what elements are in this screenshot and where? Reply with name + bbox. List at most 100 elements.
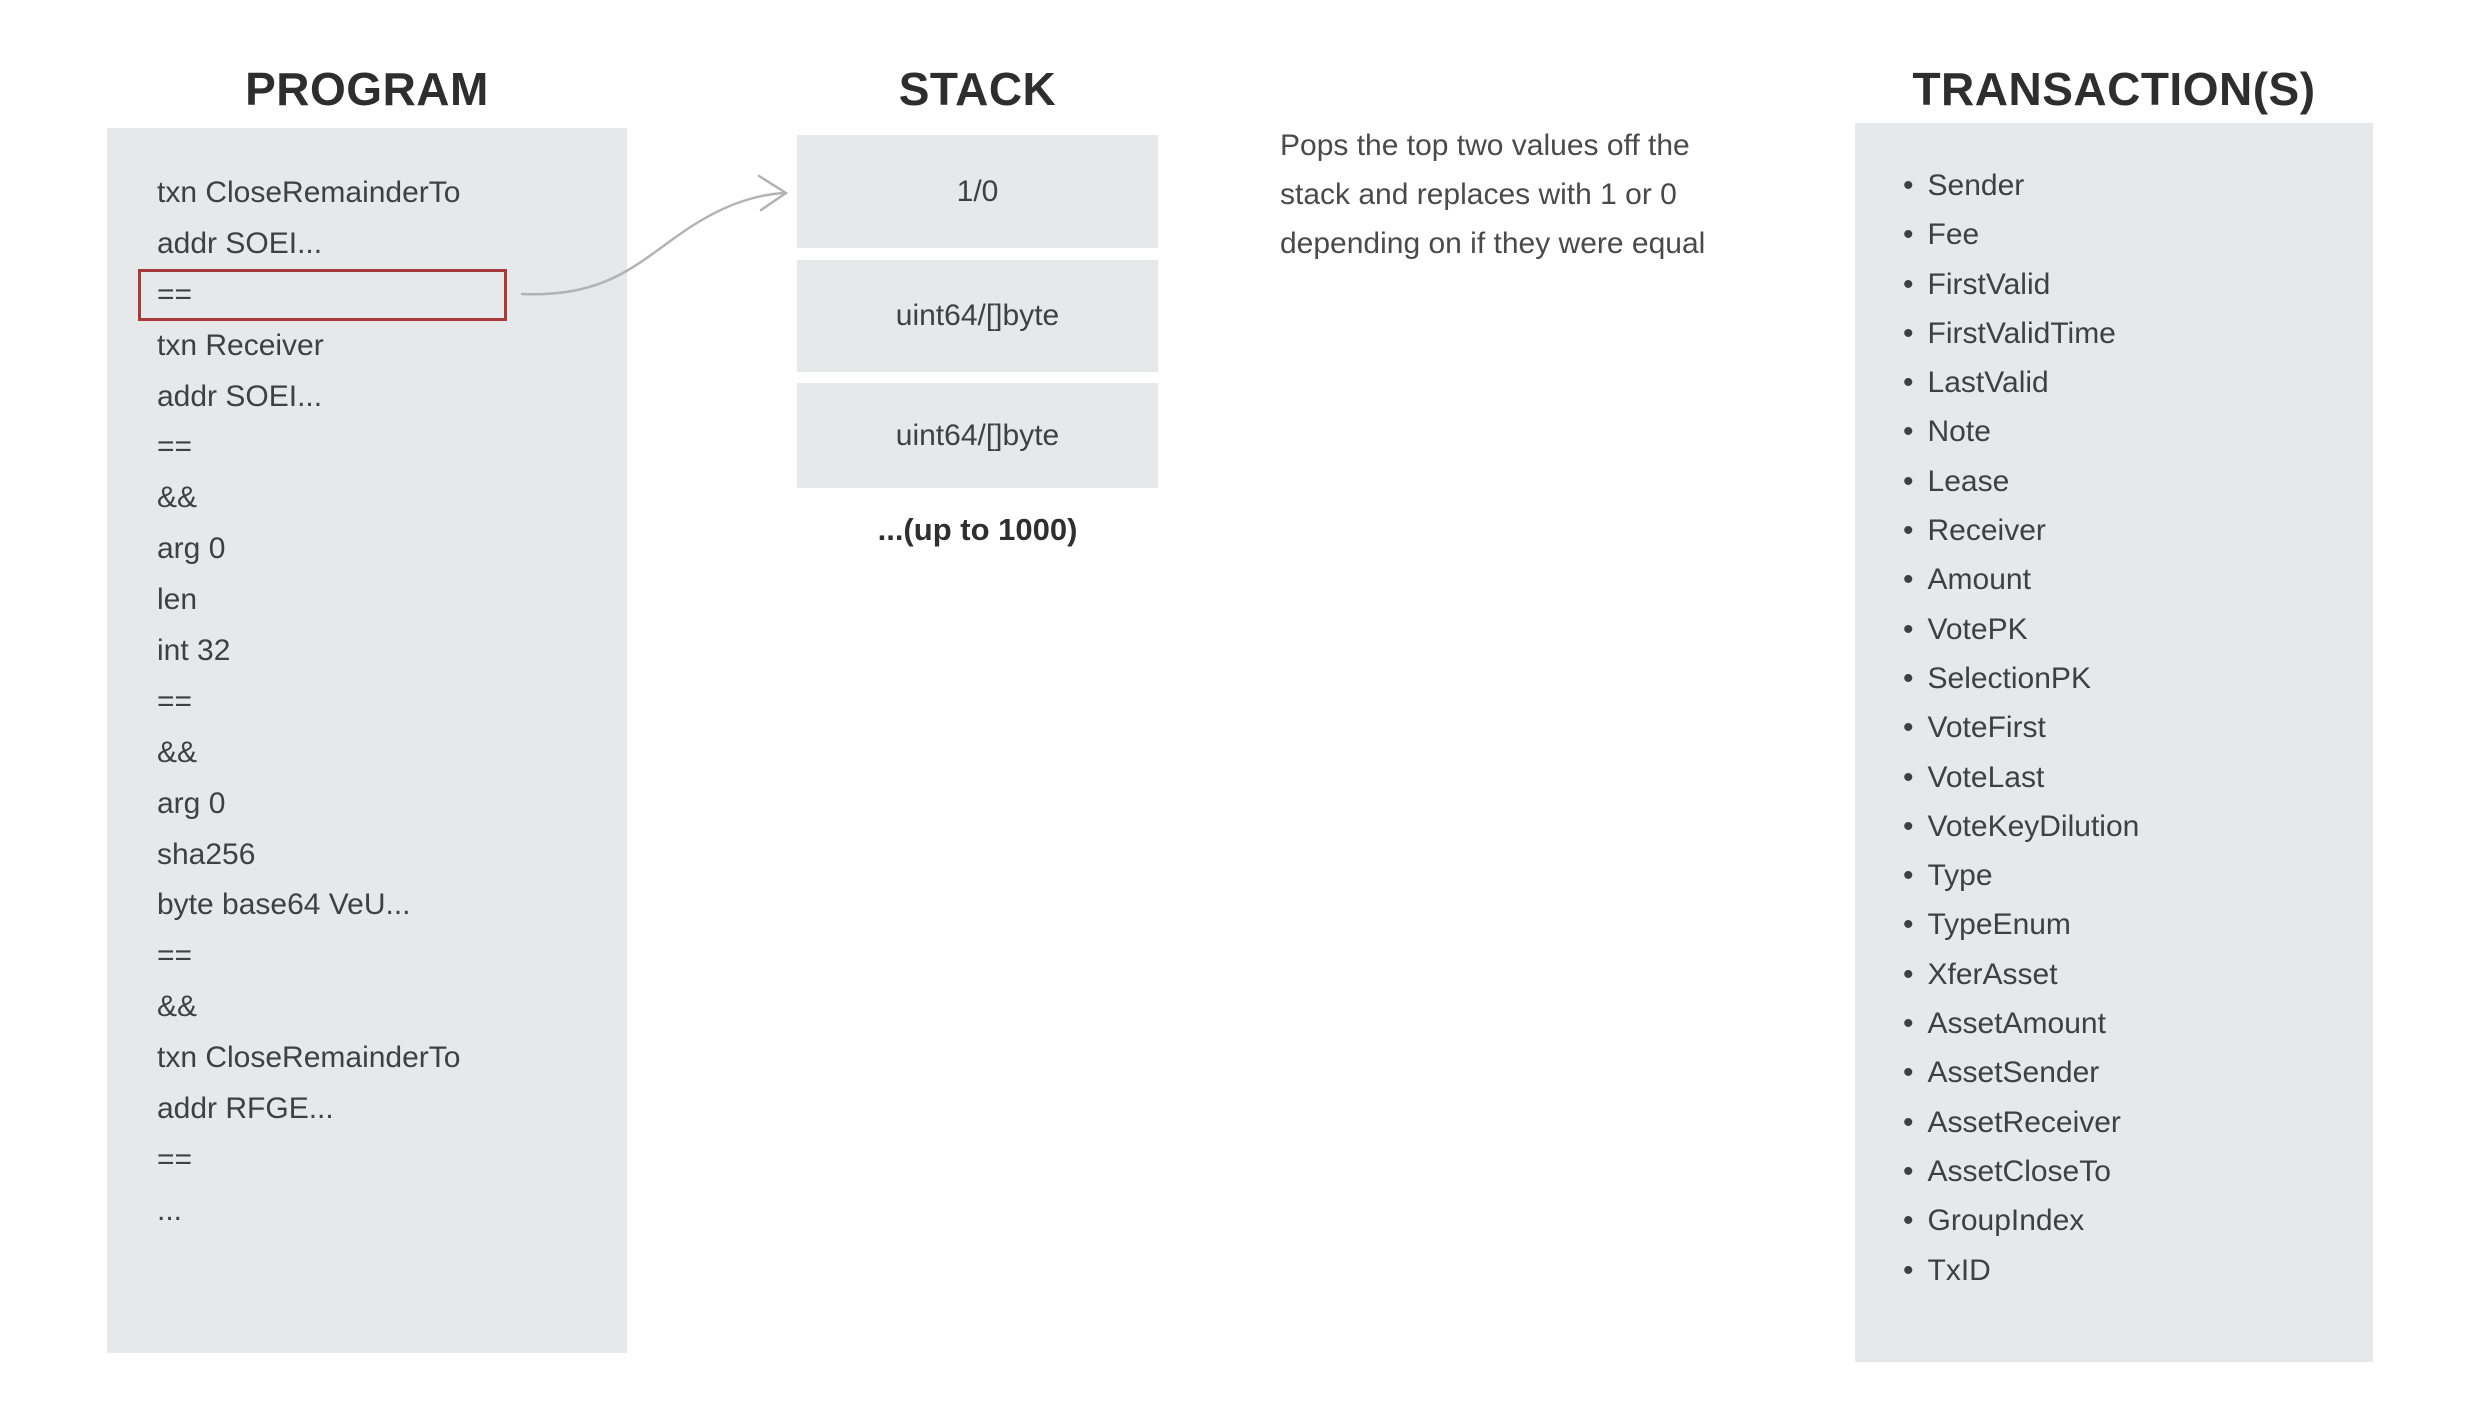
- transaction-field-label: Lease: [1927, 464, 2010, 498]
- opcode-description: Pops the top two values off the stack an…: [1280, 121, 1705, 268]
- bullet-icon: •: [1903, 1105, 1914, 1139]
- stack-item: uint64/[]byte: [797, 260, 1158, 372]
- transaction-field-item: • Fee: [1903, 210, 2373, 259]
- bullet-icon: •: [1903, 366, 1914, 400]
- stack-capacity-caption: ...(up to 1000): [877, 512, 1078, 547]
- bullet-icon: •: [1903, 711, 1914, 745]
- bullet-icon: •: [1903, 809, 1914, 843]
- transaction-field-item: • GroupIndex: [1903, 1196, 2373, 1245]
- transaction-field-item: • AssetReceiver: [1903, 1098, 2373, 1147]
- transactions-box: • Sender • Fee • FirstValid • FirstValid…: [1855, 123, 2373, 1362]
- transaction-field-item: • Receiver: [1903, 506, 2373, 555]
- bullet-icon: •: [1903, 1253, 1914, 1287]
- program-line: &&: [157, 990, 198, 1024]
- bullet-icon: •: [1903, 1154, 1914, 1188]
- opcode-description-line: Pops the top two values off the: [1280, 129, 1690, 162]
- opcode-description-line: stack and replaces with 1 or 0: [1280, 178, 1677, 211]
- program-line: arg 0: [157, 786, 226, 820]
- transaction-field-label: TypeEnum: [1927, 908, 2071, 942]
- transaction-field-label: AssetSender: [1927, 1056, 2100, 1090]
- transaction-field-item: • Lease: [1903, 457, 2373, 506]
- bullet-icon: •: [1903, 415, 1914, 449]
- transaction-field-label: Sender: [1927, 169, 2025, 202]
- bullet-icon: •: [1903, 661, 1914, 695]
- transaction-field-item: • LastValid: [1903, 358, 2373, 407]
- transaction-field-item: • VotePK: [1903, 605, 2373, 654]
- bullet-icon: •: [1903, 859, 1914, 893]
- transaction-field-label: GroupIndex: [1927, 1204, 2085, 1238]
- transaction-field-label: VoteLast: [1927, 760, 2045, 794]
- program-line: txn Receiver: [157, 328, 324, 362]
- opcode-description-line: depending on if they were equal: [1280, 227, 1706, 260]
- transaction-field-item: • XferAsset: [1903, 950, 2373, 999]
- program-line: &&: [157, 735, 198, 769]
- bullet-icon: •: [1903, 267, 1914, 301]
- stack-item-label: uint64/[]byte: [895, 299, 1060, 332]
- transaction-field-item: • VoteFirst: [1903, 703, 2373, 752]
- transaction-field-item: • AssetAmount: [1903, 999, 2373, 1048]
- transaction-field-label: VoteKeyDilution: [1927, 809, 2140, 843]
- bullet-icon: •: [1903, 957, 1914, 991]
- transaction-field-label: TxID: [1927, 1253, 1991, 1287]
- transaction-field-label: Fee: [1927, 218, 1980, 252]
- program-line: arg 0: [157, 532, 226, 566]
- transaction-field-item: • TxID: [1903, 1246, 2373, 1295]
- bullet-icon: •: [1903, 316, 1914, 350]
- program-line: ==: [157, 939, 193, 973]
- transaction-field-label: VoteFirst: [1927, 711, 2046, 745]
- transaction-field-label: VotePK: [1927, 612, 2028, 646]
- program-line: addr SOEI...: [157, 226, 323, 260]
- transaction-field-label: AssetReceiver: [1927, 1105, 2121, 1139]
- transaction-field-label: FirstValidTime: [1927, 316, 2116, 350]
- transaction-field-item: • VoteLast: [1903, 753, 2373, 802]
- bullet-icon: •: [1903, 1204, 1914, 1238]
- program-line: sha256: [157, 837, 256, 871]
- transaction-field-label: XferAsset: [1927, 957, 2058, 991]
- transaction-field-item: • Type: [1903, 851, 2373, 900]
- bullet-icon: •: [1903, 612, 1914, 646]
- program-box: txn CloseRemainderTo addr SOEI... == txn…: [107, 128, 627, 1353]
- bullet-icon: •: [1903, 1007, 1914, 1041]
- stack-item-label: uint64/[]byte: [895, 418, 1060, 452]
- bullet-icon: •: [1903, 169, 1914, 202]
- transaction-field-item: • VoteKeyDilution: [1903, 802, 2373, 851]
- stack-item: uint64/[]byte: [797, 383, 1158, 488]
- transaction-field-label: LastValid: [1927, 366, 2049, 400]
- transaction-field-label: AssetAmount: [1927, 1007, 2106, 1041]
- transaction-field-label: Note: [1927, 415, 1991, 449]
- transaction-field-item: • TypeEnum: [1903, 900, 2373, 949]
- stack-item: 1/0: [797, 135, 1158, 248]
- stack-item-label: 1/0: [956, 174, 999, 208]
- program-line: ...: [157, 1193, 183, 1227]
- transaction-field-label: FirstValid: [1927, 267, 2051, 301]
- transaction-field-item: • AssetSender: [1903, 1048, 2373, 1097]
- bullet-icon: •: [1903, 563, 1914, 597]
- transaction-field-label: AssetCloseTo: [1927, 1154, 2111, 1188]
- transaction-field-item: • Sender: [1903, 161, 2373, 210]
- transaction-field-item: • Note: [1903, 407, 2373, 456]
- program-line: ==: [138, 268, 627, 321]
- bullet-icon: •: [1903, 1056, 1914, 1090]
- program-line: ==: [157, 684, 193, 718]
- bullet-icon: •: [1903, 514, 1914, 548]
- program-line: txn CloseRemainderTo: [157, 176, 461, 209]
- bullet-icon: •: [1903, 760, 1914, 794]
- transaction-field-item: • FirstValidTime: [1903, 309, 2373, 358]
- transaction-field-label: Type: [1927, 859, 1993, 893]
- transaction-field-item: • FirstValid: [1903, 260, 2373, 309]
- transactions-column-title: TRANSACTION(S): [1912, 63, 2316, 115]
- program-column-title: PROGRAM: [245, 63, 489, 115]
- program-line: ==: [157, 1142, 193, 1176]
- stack-column-title: STACK: [898, 63, 1057, 115]
- transaction-field-item: • Amount: [1903, 555, 2373, 604]
- transaction-field-item: • SelectionPK: [1903, 654, 2373, 703]
- program-line: len: [157, 583, 198, 617]
- transaction-field-item: • AssetCloseTo: [1903, 1147, 2373, 1196]
- transaction-field-label: SelectionPK: [1927, 661, 2091, 695]
- program-line: int 32: [157, 634, 231, 668]
- bullet-icon: •: [1903, 908, 1914, 942]
- transaction-field-label: Amount: [1927, 563, 2031, 597]
- bullet-icon: •: [1903, 218, 1914, 252]
- program-line: addr RFGE...: [157, 1092, 334, 1126]
